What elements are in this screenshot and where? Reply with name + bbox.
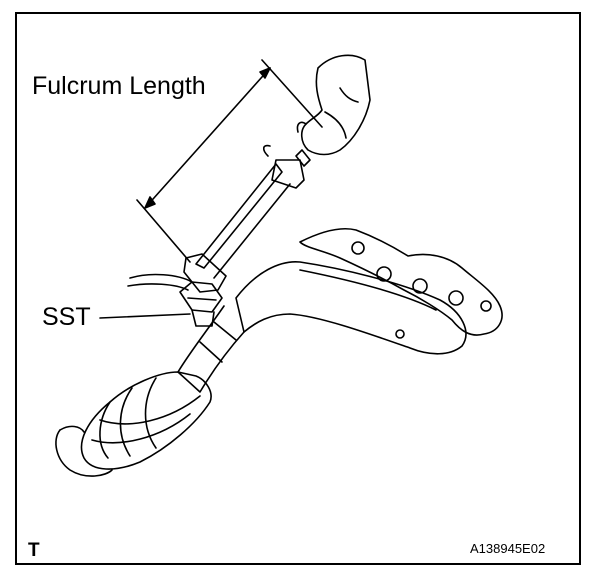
figure-code: A138945E02 <box>470 541 546 556</box>
figure-frame <box>15 12 581 565</box>
manifold-body <box>235 261 467 355</box>
down-pipe <box>177 305 245 393</box>
sst-label: SST <box>42 303 91 331</box>
fulcrum-dimension <box>136 59 323 263</box>
hand <box>296 54 371 156</box>
torque-wrench <box>183 144 311 293</box>
manifold-flange <box>299 227 503 336</box>
corner-mark: T <box>28 540 40 561</box>
sst-socket <box>99 281 223 327</box>
sensor-wire <box>127 273 193 291</box>
catalytic-converter <box>55 371 212 477</box>
fulcrum-length-label: Fulcrum Length <box>32 72 206 100</box>
